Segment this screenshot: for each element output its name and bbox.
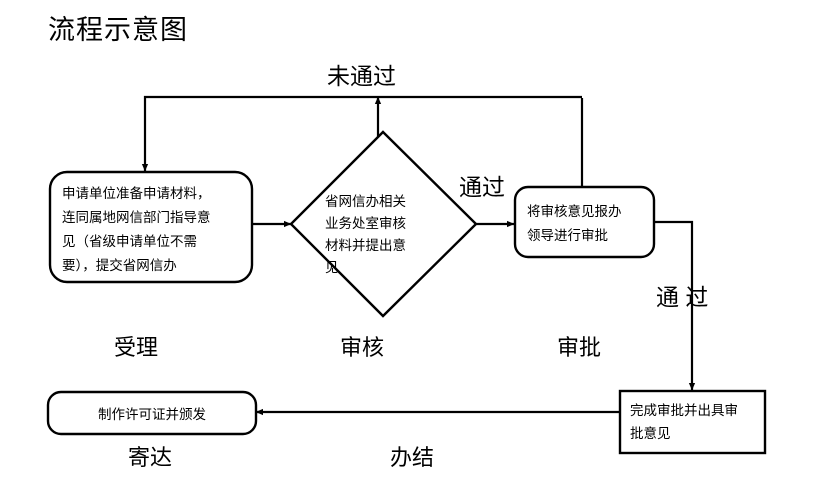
node-apply-line-3: 要），提交省网信办 bbox=[62, 257, 177, 273]
node-review-line-1: 业务处室审核 bbox=[325, 215, 406, 231]
node-issue[interactable]: 制作许可证并颁发 bbox=[46, 390, 258, 436]
node-review-line-3: 见 bbox=[325, 260, 339, 275]
node-finish-line-0: 完成审批并出具审 bbox=[630, 403, 738, 418]
stage-label-deliver: 寄达 bbox=[128, 445, 173, 470]
node-review-line-0: 省网信办相关 bbox=[325, 194, 406, 209]
node-review-line-2: 材料并提出意 bbox=[325, 237, 406, 253]
node-apply-line-2: 见（省级申请单位不需 bbox=[62, 234, 197, 249]
connector-report-to-finish bbox=[654, 220, 696, 391]
node-issue-line-0: 制作许可证并颁发 bbox=[98, 407, 206, 422]
node-report[interactable]: 将审核意见报办 领导进行审批 bbox=[513, 185, 656, 259]
node-report-line-1: 领导进行审批 bbox=[527, 228, 608, 243]
stage-label-approve: 审批 bbox=[557, 335, 602, 360]
node-review[interactable]: 省网信办相关 业务处室审核 材料并提出意 见 bbox=[289, 130, 478, 318]
stage-label-review: 审核 bbox=[340, 335, 385, 360]
edge-label-pass-right: 通 过 bbox=[656, 284, 709, 310]
node-finish[interactable]: 完成审批并出具审 批意见 bbox=[618, 389, 767, 455]
stage-label-complete: 办结 bbox=[390, 445, 435, 470]
stage-label-accept: 受理 bbox=[114, 335, 159, 360]
edge-label-pass-top: 通过 bbox=[459, 174, 505, 200]
node-report-line-0: 将审核意见报办 bbox=[527, 203, 622, 219]
node-apply-line-1: 连同属地网信部门指导意 bbox=[62, 209, 211, 225]
node-apply-line-0: 申请单位准备申请材料， bbox=[62, 185, 211, 201]
node-finish-line-1: 批意见 bbox=[630, 425, 671, 441]
node-apply[interactable]: 申请单位准备申请材料， 连同属地网信部门指导意 见（省级申请单位不需 要），提交… bbox=[48, 170, 254, 284]
edge-label-reject: 未通过 bbox=[327, 63, 396, 89]
page-title: 流程示意图 bbox=[48, 15, 188, 45]
connector-reject-loop bbox=[141, 95, 582, 172]
